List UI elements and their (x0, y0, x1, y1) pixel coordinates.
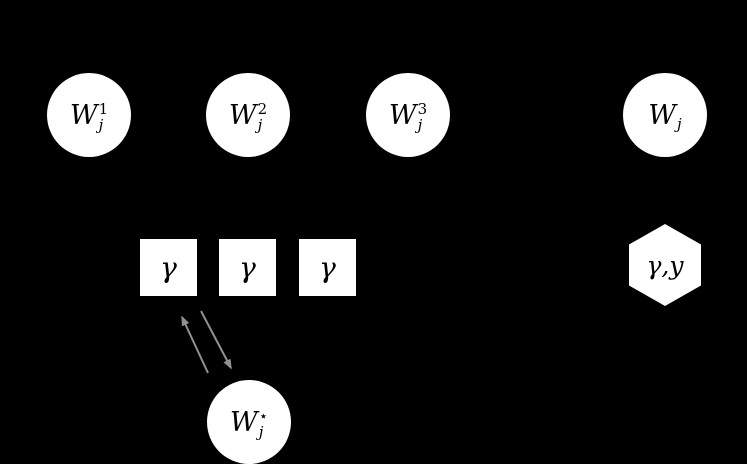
math-sup: 2 (257, 99, 268, 118)
node-square-gamma-1: γ (140, 239, 197, 296)
math-sup: 1 (98, 99, 109, 118)
node-label-w-j-star: W⋆j (229, 406, 269, 441)
node-square-gamma-3: γ (299, 239, 356, 296)
math-sub: j (417, 116, 423, 134)
node-circle-w-j-star: W⋆j (207, 380, 291, 464)
math-sub: j (98, 116, 104, 134)
math-sub: j (677, 114, 682, 133)
math-base: W (69, 99, 98, 131)
math-base: W (228, 99, 257, 131)
hexagon-label: γ,y (646, 250, 684, 280)
math-base: W (648, 99, 677, 131)
math-base: W (229, 406, 258, 438)
math-supsub: j (677, 102, 682, 133)
arrow-down-to-w-star (200, 310, 232, 370)
gamma-label-2: γ (239, 250, 256, 284)
math-base: W (388, 99, 417, 131)
math-supsub: ⋆j (258, 406, 269, 441)
gamma-label-3: γ (319, 250, 336, 284)
math-sub: j (257, 116, 263, 134)
node-square-gamma-2: γ (219, 239, 276, 296)
node-hexagon-gamma-y: γ,y (629, 224, 701, 306)
math-sup: 3 (417, 99, 428, 118)
math-sub: j (258, 423, 264, 441)
gamma-label-1: γ (160, 250, 177, 284)
math-sup: ⋆ (258, 406, 269, 425)
arrow-up-to-gamma-square (181, 315, 209, 374)
